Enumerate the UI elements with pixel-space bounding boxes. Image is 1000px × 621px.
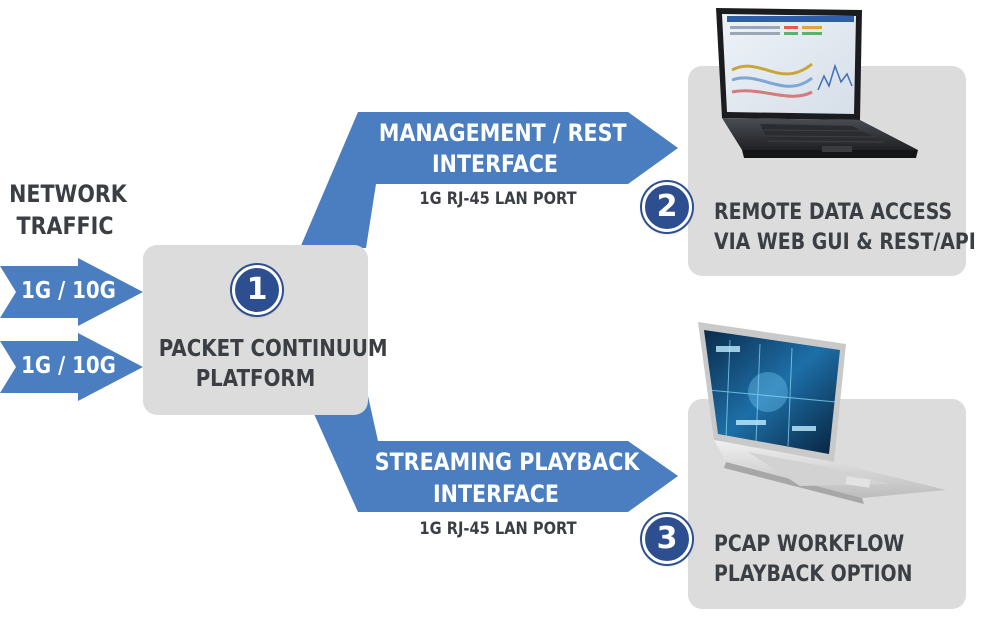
input-arrow-a <box>0 258 143 326</box>
pcap-workflow-label-line2: PLAYBACK OPTION <box>714 562 913 587</box>
input-port-label-b: 1G / 10G <box>21 353 116 379</box>
streaming-arrow-label-line2: INTERFACE <box>433 480 559 508</box>
platform-box <box>143 245 368 415</box>
input-arrow-b <box>0 333 143 401</box>
management-arrow <box>300 112 678 248</box>
management-port-label: 1G RJ-45 LAN PORT <box>419 189 577 209</box>
network-traffic-title-line2: TRAFFIC <box>16 212 114 240</box>
remote-access-label-line2: VIA WEB GUI & REST/API <box>714 230 976 255</box>
streaming-arrow-label-line1: STREAMING PLAYBACK <box>374 448 640 476</box>
streaming-port-label: 1G RJ-45 LAN PORT <box>419 519 577 539</box>
step-3-badge: 3 <box>642 514 692 564</box>
streaming-arrow <box>306 396 678 512</box>
remote-access-label-line1: REMOTE DATA ACCESS <box>714 200 953 225</box>
platform-label-line1: PACKET CONTINUUM <box>158 336 388 362</box>
step-2-badge: 2 <box>642 182 692 232</box>
input-port-label-a: 1G / 10G <box>21 278 116 304</box>
platform-label-line2: PLATFORM <box>195 366 316 392</box>
management-arrow-label-line2: INTERFACE <box>432 150 558 178</box>
step-1-badge: 1 <box>232 265 282 315</box>
network-traffic-title-line1: NETWORK <box>9 180 127 208</box>
pcap-workflow-label-line1: PCAP WORKFLOW <box>714 532 905 557</box>
laptop-streaming-icon <box>698 322 946 504</box>
management-arrow-label-line1: MANAGEMENT / REST <box>378 119 627 147</box>
laptop-dashboard-icon <box>716 8 918 158</box>
